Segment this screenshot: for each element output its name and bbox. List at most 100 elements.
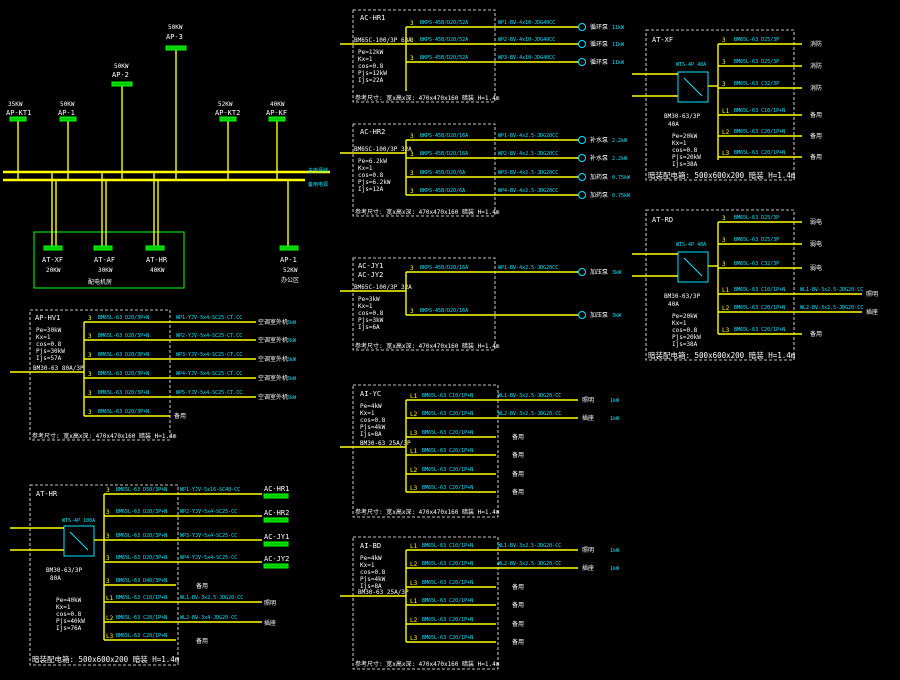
param: cos=0.8	[36, 341, 62, 348]
panel-symbol	[165, 45, 187, 51]
param: Kx=1	[36, 334, 51, 341]
label-text: 3	[88, 333, 92, 340]
cable: WL2-BV-3x2.5-JDG20-CC	[498, 411, 561, 417]
breaker: BKPS-45B/D20/16A	[420, 133, 468, 139]
param: Kx=1	[360, 410, 375, 417]
load: 消防	[810, 40, 822, 48]
label-text: 3	[88, 352, 92, 359]
ats-label: WTS-4P 40A	[676, 62, 706, 68]
panel-kw: 50KW	[114, 63, 129, 70]
load: 加压泵	[590, 311, 608, 319]
param: cos=0.8	[358, 63, 384, 70]
param: Kx=1	[360, 562, 375, 569]
ats-label: WTS-4P 100A	[62, 518, 95, 524]
panel-symbol	[263, 563, 289, 569]
panel-footer: 参考尺寸: 宽x高x深: 470x470x160 暗装 H=1.4m	[355, 508, 500, 516]
wire-line	[683, 77, 703, 97]
param: cos=0.8	[360, 417, 386, 424]
label-text: 3	[106, 487, 110, 494]
equipment-room-box	[33, 231, 185, 289]
panel-footer: 暗装配电箱: 500x600x200 暗装 H=1.4m	[648, 350, 796, 360]
label-text: L2	[722, 305, 730, 312]
panel-symbol	[268, 116, 286, 122]
breaker: BM65L-63 D20/3P+N	[98, 352, 149, 358]
load-kw: 0.75kW	[612, 175, 631, 181]
cable: WL2-BV-3x2.5-JDG20-CC	[800, 305, 863, 311]
label-text: L3	[410, 485, 418, 492]
shape-rect	[645, 209, 795, 361]
load: 备用	[512, 488, 524, 496]
shape-rect	[645, 29, 795, 181]
load-kw: 3kW	[612, 313, 622, 319]
label-text: 3	[88, 390, 92, 397]
load: AC-HR1	[264, 485, 289, 493]
param: Pe=4kW	[360, 403, 382, 410]
load-kw: 5kW	[287, 320, 297, 326]
breaker: BM65L-63 C20/1P+N	[116, 633, 167, 639]
label-text: L1	[722, 108, 730, 115]
param: Pe=4kW	[360, 555, 382, 562]
cable: WP3-BV-4x10-JDG40CC	[498, 55, 555, 61]
incoming-breaker: BM65C-100/3P 32A	[354, 146, 412, 153]
cable: WP4-YJV-5x4-SC25-CT.CC	[176, 371, 242, 377]
cable: WP1-BV-4x2.5-JDG20CC	[498, 133, 558, 139]
load: 备用	[810, 132, 822, 140]
load: 加药泵	[590, 191, 608, 199]
label-text: 3	[106, 578, 110, 585]
load: AC-JY1	[264, 533, 289, 541]
breaker: BM65L-63 C20/1P+N	[422, 448, 473, 454]
param: Ijs=76A	[56, 625, 82, 632]
label-text: 3	[410, 151, 414, 158]
param: Pjs=3kW	[358, 317, 384, 324]
load: 备用	[196, 582, 208, 590]
label-text: 3	[410, 133, 414, 140]
cable: WP1-BV-4x10-JDG40CC	[498, 20, 555, 26]
panel-name: AT-XF	[42, 256, 63, 264]
panel-ac-hr2: AC-HR2 BM65C-100/3P 32A Pe=6.2kW Kx=1 co…	[340, 123, 631, 217]
cable: WP4-BV-4x2.5-JDG20CC	[498, 188, 558, 194]
wire-line	[683, 257, 703, 277]
breaker: BM65L-63 C10/1P+N	[422, 393, 473, 399]
breaker: BM65L-63 C20/1P+N	[734, 150, 785, 156]
motor-icon	[578, 136, 586, 144]
load: 空调室外机	[258, 355, 288, 363]
riser-diagram: 主电源线 备用电源 35KW AP-KT1 50KW AP-1 50KW AP-…	[3, 24, 330, 289]
load: 插座	[582, 414, 594, 422]
param: Kx=1	[358, 165, 373, 172]
panel-footer: 暗装配电箱: 500x600x200 暗装 H=1.4m	[648, 170, 796, 180]
label-text: L2	[722, 129, 730, 136]
breaker: BKPS-45B/D20/6A	[420, 170, 465, 176]
panel-at-rd: AT-RD WTS-4P 40A BM30-63/3P 40A Pe=20kW …	[632, 209, 878, 361]
panel-symbol	[263, 493, 289, 499]
cable: WP3-YJV-5x4-SC25-CC	[180, 533, 237, 539]
breaker: BM65L-63 C20/1P+N	[422, 617, 473, 623]
label-text: 3	[722, 59, 726, 66]
label-text: 3	[722, 215, 726, 222]
breaker: BM65L-63 D20/3P+N	[98, 315, 149, 321]
ats-switch-icon	[677, 251, 709, 283]
panel-kw: 50KW	[60, 101, 75, 108]
label-text: 3	[722, 261, 726, 268]
panel-symbol	[93, 245, 113, 251]
param: Pjs=12kW	[358, 70, 387, 77]
load-kw: 11kW	[612, 42, 625, 48]
breaker: BM65L-63 D20/3P+N	[116, 533, 167, 539]
load: 备用	[810, 330, 822, 338]
load: 备用	[174, 412, 186, 420]
panel-kw: 40KW	[150, 267, 165, 274]
load-kw: 5kW	[287, 376, 297, 382]
ats-switch-icon	[63, 525, 95, 557]
load: 备用	[196, 637, 208, 645]
param: Kx=1	[358, 56, 373, 63]
